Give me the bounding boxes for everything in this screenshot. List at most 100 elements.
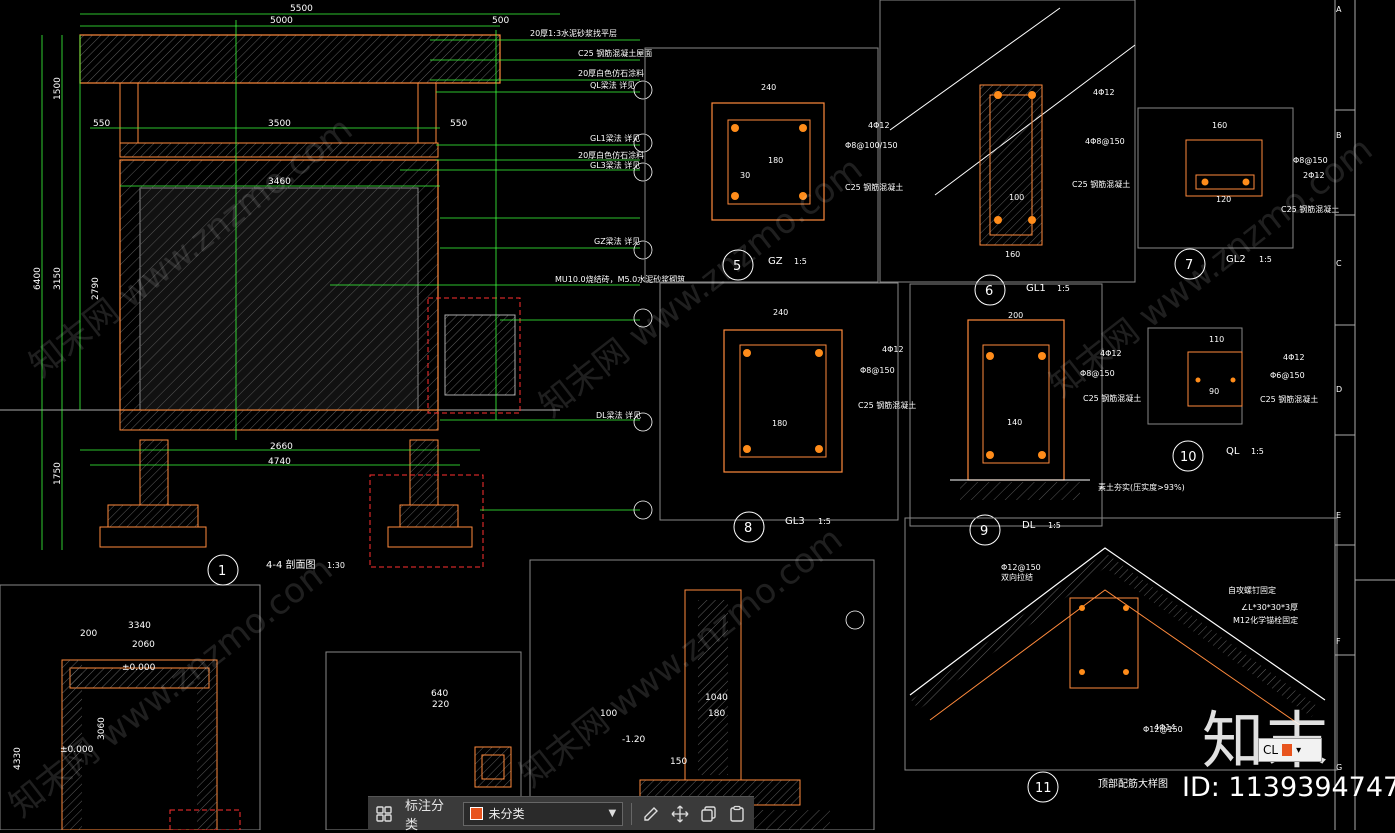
lower-dimension-texts: 3340 200 2060 ±0.000 640 220 1040 100 18… xyxy=(60,621,728,767)
category-select-value: 未分类 xyxy=(488,807,525,821)
svg-text:20厚白色仿石涂料: 20厚白色仿石涂料 xyxy=(578,68,644,78)
svg-text:D: D xyxy=(1336,385,1342,394)
svg-text:4Φ12: 4Φ12 xyxy=(868,121,890,130)
sheet-border-letters: A B C D E F G xyxy=(1336,5,1342,772)
svg-text:1:5: 1:5 xyxy=(794,257,807,266)
svg-text:1:5: 1:5 xyxy=(818,517,831,526)
detail-11-roof-ridge xyxy=(904,517,1338,803)
svg-text:100: 100 xyxy=(600,709,617,719)
svg-text:Φ12@150: Φ12@150 xyxy=(1001,563,1041,572)
svg-text:E: E xyxy=(1336,511,1341,520)
svg-text:GL3: GL3 xyxy=(785,516,805,527)
svg-text:240: 240 xyxy=(773,308,788,317)
chevron-down-icon: ▼ xyxy=(608,808,617,819)
svg-text:3150: 3150 xyxy=(53,267,63,290)
move-icon[interactable] xyxy=(669,803,690,825)
svg-text:3460: 3460 xyxy=(268,177,291,187)
leader-lines xyxy=(330,39,640,511)
svg-text:500: 500 xyxy=(492,16,509,26)
svg-text:7: 7 xyxy=(1185,258,1193,273)
top-dimension-texts: 5500 5000 500 3500 550 550 3460 2660 474… xyxy=(93,4,509,467)
svg-text:Φ8@150: Φ8@150 xyxy=(1080,369,1115,378)
svg-text:GZ: GZ xyxy=(768,256,783,267)
svg-text:2060: 2060 xyxy=(132,640,155,650)
svg-text:150: 150 xyxy=(670,757,687,767)
svg-text:8: 8 xyxy=(744,521,752,536)
cl-dropdown-button[interactable]: CL ▾ xyxy=(1258,738,1322,762)
svg-text:双向拉结: 双向拉结 xyxy=(1001,572,1033,582)
svg-text:220: 220 xyxy=(432,700,449,710)
svg-text:2660: 2660 xyxy=(270,442,293,452)
detail-7-gl2-section xyxy=(1137,107,1294,280)
detail-8-gl3-section xyxy=(659,282,899,543)
svg-text:Φ6@150: Φ6@150 xyxy=(1270,371,1305,380)
svg-text:5000: 5000 xyxy=(270,16,293,26)
svg-text:顶部配筋大样图: 顶部配筋大样图 xyxy=(1098,777,1168,790)
svg-text:GL1: GL1 xyxy=(1026,283,1046,294)
svg-text:素土夯实(压实度>93%): 素土夯实(压实度>93%) xyxy=(1098,482,1185,492)
svg-text:±0.000: ±0.000 xyxy=(122,663,156,673)
svg-text:C25 钢筋混凝土: C25 钢筋混凝土 xyxy=(858,400,916,410)
detail-6-gl1-section xyxy=(879,0,1136,306)
svg-text:C25 钢筋混凝土: C25 钢筋混凝土 xyxy=(845,182,903,192)
svg-text:9: 9 xyxy=(980,524,988,539)
svg-text:4Φ12: 4Φ12 xyxy=(1283,353,1305,362)
svg-text:4Φ8@150: 4Φ8@150 xyxy=(1085,137,1125,146)
detail-10-ql-section xyxy=(1147,327,1243,472)
annotation-toolbar: 标注分类 未分类 ▼ xyxy=(368,796,754,833)
svg-text:Φ8@150: Φ8@150 xyxy=(1293,156,1328,165)
svg-text:GL3梁法 详见: GL3梁法 详见 xyxy=(590,160,640,170)
brand-logo: 知末 xyxy=(1202,690,1330,780)
svg-text:200: 200 xyxy=(1008,311,1023,320)
svg-text:160: 160 xyxy=(1005,250,1020,259)
grid-view-icon[interactable] xyxy=(374,803,395,825)
svg-text:3340: 3340 xyxy=(128,621,151,631)
category-color-swatch xyxy=(469,807,483,820)
svg-text:120: 120 xyxy=(1216,195,1231,204)
edit-icon[interactable] xyxy=(640,803,661,825)
svg-text:1:5: 1:5 xyxy=(1048,521,1061,530)
category-select[interactable]: 未分类 ▼ xyxy=(462,801,624,826)
svg-text:C25 钢筋混凝土: C25 钢筋混凝土 xyxy=(1281,204,1339,214)
svg-text:G: G xyxy=(1336,763,1342,772)
svg-text:A: A xyxy=(1336,5,1342,14)
top-dimension-lines xyxy=(41,13,560,550)
copy-icon[interactable] xyxy=(698,803,719,825)
svg-text:180: 180 xyxy=(772,419,787,428)
detail-5-gz-section xyxy=(644,47,879,283)
svg-text:550: 550 xyxy=(93,119,110,129)
detail-9-dl-section xyxy=(909,283,1103,546)
svg-text:自攻螺钉固定: 自攻螺钉固定 xyxy=(1228,585,1276,595)
svg-text:4-4 剖面图: 4-4 剖面图 xyxy=(266,558,316,571)
svg-text:DL: DL xyxy=(1022,520,1036,531)
svg-text:QL梁法 详见: QL梁法 详见 xyxy=(590,80,635,90)
svg-text:C25 钢筋混凝土: C25 钢筋混凝土 xyxy=(1260,394,1318,404)
paste-icon[interactable] xyxy=(727,803,748,825)
detail-callout-labels: 1 4-4 剖面图 1:30 5 GZ 1:5 6 GL1 1:5 7 GL2 … xyxy=(207,254,1272,796)
svg-text:Φ8@150: Φ8@150 xyxy=(860,366,895,375)
svg-text:20厚1:3水泥砂浆找平层: 20厚1:3水泥砂浆找平层 xyxy=(530,28,617,38)
svg-text:DL梁法 详见: DL梁法 详见 xyxy=(596,410,641,420)
svg-text:∠L*30*30*3厚: ∠L*30*30*3厚 xyxy=(1241,603,1298,612)
svg-text:B: B xyxy=(1336,131,1342,140)
svg-text:1:5: 1:5 xyxy=(1251,447,1264,456)
left-dimension-texts: 1500 6400 3150 2790 1750 4330 3060 xyxy=(13,77,107,770)
svg-text:4Φ12: 4Φ12 xyxy=(1100,349,1122,358)
annotation-category-label: 标注分类 xyxy=(404,798,444,833)
svg-text:160: 160 xyxy=(1212,121,1227,130)
svg-text:3060: 3060 xyxy=(97,717,107,740)
svg-text:-1.20: -1.20 xyxy=(622,735,646,745)
svg-text:GL1梁法 详见: GL1梁法 详见 xyxy=(590,133,640,143)
svg-text:M12化学锚栓固定: M12化学锚栓固定 xyxy=(1233,615,1298,625)
svg-text:100: 100 xyxy=(1009,193,1024,202)
svg-text:Φ8@100/150: Φ8@100/150 xyxy=(845,141,898,150)
svg-text:140: 140 xyxy=(1007,418,1022,427)
svg-text:6400: 6400 xyxy=(33,267,43,290)
document-icon xyxy=(1282,744,1293,756)
svg-text:110: 110 xyxy=(1209,335,1224,344)
svg-text:1500: 1500 xyxy=(53,77,63,100)
section-dimension-texts: 240 180 30 100 160 160 120 240 180 200 1… xyxy=(740,83,1231,428)
svg-text:C25 钢筋混凝土: C25 钢筋混凝土 xyxy=(1083,393,1141,403)
sheet-border-strip xyxy=(1334,0,1395,830)
